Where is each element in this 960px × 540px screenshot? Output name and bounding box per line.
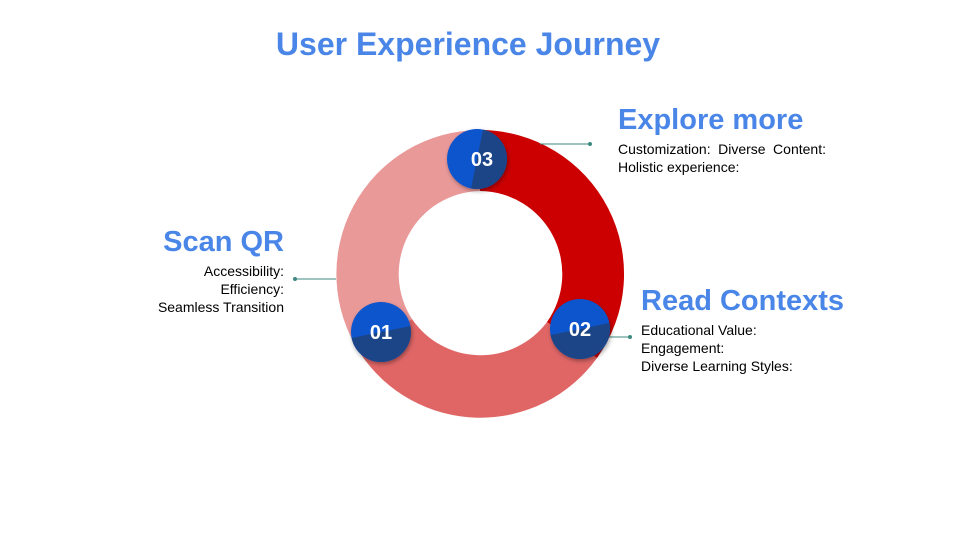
detail-line: Educational Value: — [641, 322, 757, 338]
detail-paragraph: Customization: Diverse Content: Holistic… — [618, 141, 826, 175]
connector-scan — [293, 277, 336, 281]
step-heading-explore-more: Explore more — [618, 104, 804, 136]
step-details-explore-more: Customization: Diverse Content: Holistic… — [618, 140, 826, 176]
detail-line: Diverse Learning Styles: — [641, 358, 793, 374]
detail-line: Accessibility: — [203, 263, 284, 279]
step-badge-02: 02 — [550, 299, 611, 359]
ring-segment-read — [360, 319, 597, 418]
step-number-01: 01 — [370, 322, 392, 344]
detail-line: Efficiency: — [220, 281, 284, 297]
step-details-scan-qr: Accessibility: Efficiency: Seamless Tran… — [158, 262, 284, 316]
connector-read — [605, 335, 632, 339]
connector-explore — [540, 142, 592, 146]
step-number-02: 02 — [569, 319, 591, 341]
step-heading-read-contexts: Read Contexts — [641, 285, 845, 317]
detail-line: Seamless Transition — [157, 299, 284, 315]
step-number-03: 03 — [471, 149, 493, 171]
step-badge-03: 03 — [447, 129, 508, 190]
step-heading-scan-qr: Scan QR — [163, 226, 284, 258]
page-title: User Experience Journey — [275, 26, 661, 62]
step-badge-01: 01 — [351, 302, 412, 362]
ring-segment-scan — [336, 130, 480, 353]
detail-line: Engagement: — [641, 340, 725, 356]
step-details-read-contexts: Educational Value: Engagement: Diverse L… — [641, 321, 793, 375]
